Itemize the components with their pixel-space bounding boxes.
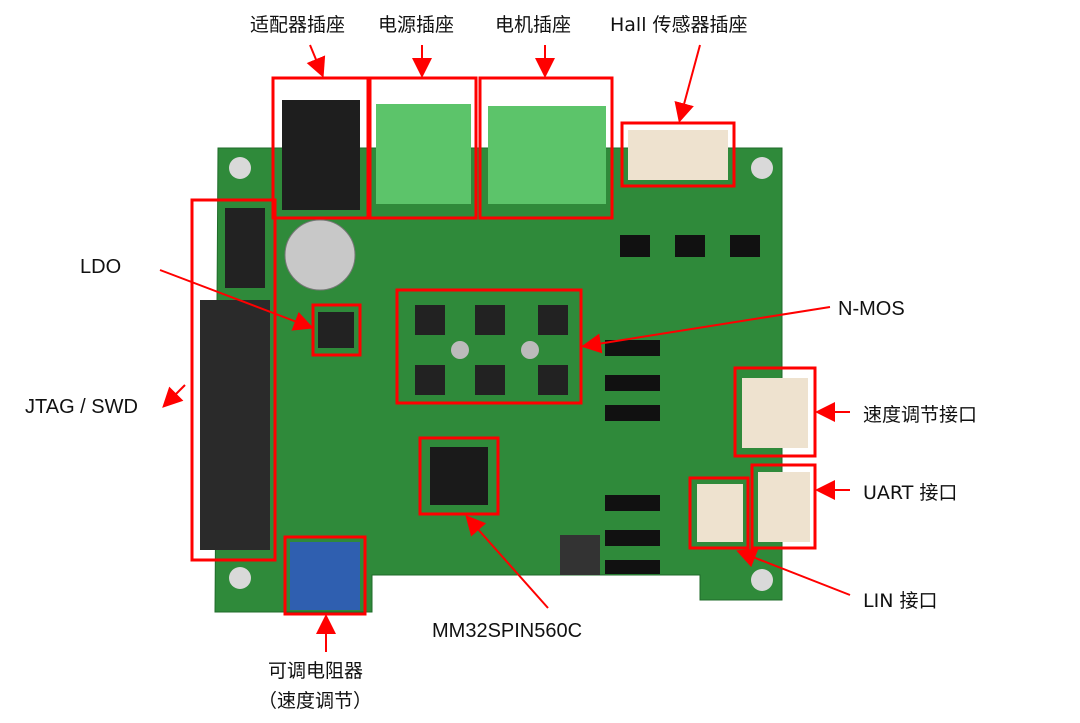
box-motor-socket bbox=[478, 76, 614, 220]
label-power-socket: 电源插座 bbox=[378, 14, 455, 36]
potentiometer bbox=[290, 542, 360, 610]
mcu-chip bbox=[430, 447, 488, 505]
label-potentiometer: 可调电阻器 bbox=[268, 660, 364, 682]
speed-connector bbox=[742, 378, 808, 448]
mosfet-array bbox=[415, 305, 568, 395]
hall-connector bbox=[628, 130, 728, 180]
jtag-header bbox=[225, 208, 265, 288]
label-jtag-swd: JTAG / SWD bbox=[25, 396, 138, 418]
arrows bbox=[159, 44, 851, 652]
box-uart-interface bbox=[750, 463, 817, 550]
capacitor bbox=[284, 219, 356, 291]
label-speed-interface: 速度调节接口 bbox=[863, 404, 978, 426]
label-adapter-socket: 适配器插座 bbox=[250, 14, 346, 36]
label-potentiometer-note: （速度调节） bbox=[258, 690, 373, 712]
box-jtag-swd bbox=[190, 198, 277, 562]
swd-header bbox=[200, 300, 270, 550]
label-uart-interface: UART 接口 bbox=[863, 482, 958, 504]
label-n-mos: N-MOS bbox=[838, 298, 905, 320]
lin-connector bbox=[697, 484, 743, 542]
box-n-mos bbox=[395, 288, 583, 405]
box-lin-interface bbox=[688, 476, 750, 550]
label-motor-socket: 电机插座 bbox=[495, 14, 572, 36]
motor-terminal bbox=[488, 106, 606, 204]
uart-connector bbox=[758, 472, 810, 542]
power-terminal bbox=[376, 104, 471, 204]
box-adapter-socket bbox=[271, 76, 370, 220]
ldo-chip bbox=[318, 312, 354, 348]
label-mcu: MM32SPIN560C bbox=[432, 620, 583, 642]
label-ldo: LDO bbox=[80, 256, 122, 278]
box-power-socket bbox=[368, 76, 478, 220]
adapter-jack bbox=[282, 100, 360, 210]
label-lin-interface: LIN 接口 bbox=[863, 590, 938, 612]
jumpers bbox=[605, 235, 760, 574]
push-button bbox=[560, 535, 600, 575]
box-hall-socket bbox=[620, 121, 736, 188]
label-hall-socket: Hall 传感器插座 bbox=[610, 14, 748, 36]
box-mcu bbox=[418, 436, 500, 516]
